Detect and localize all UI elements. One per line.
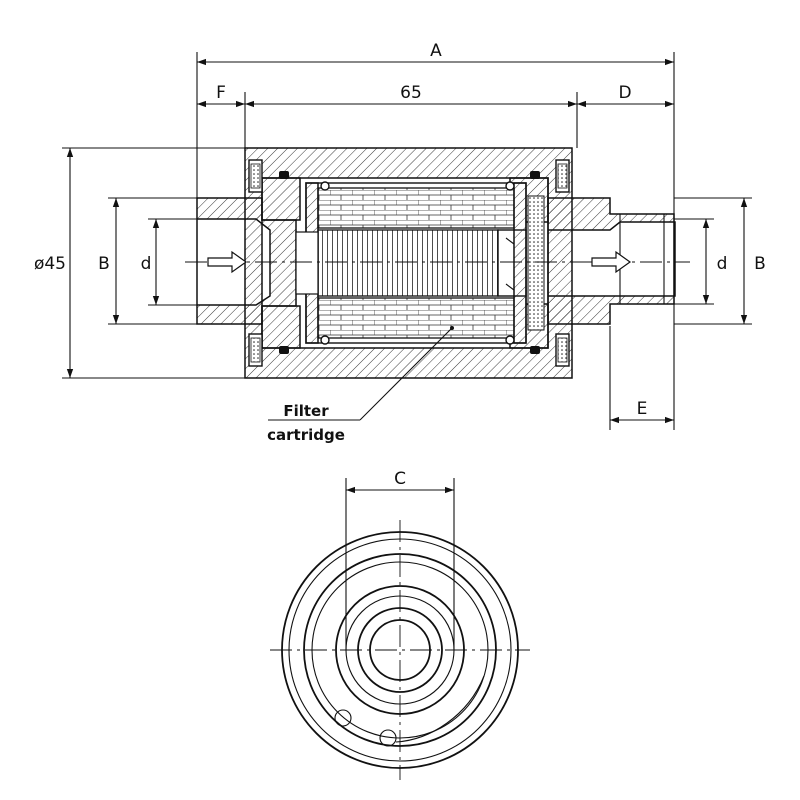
flow-arrow-out [591,250,632,274]
dimension-label-a: A [430,41,442,61]
dimension-label-d-upper: D [618,83,631,103]
filter-cartridge [305,181,527,345]
dimension-c [345,478,455,650]
housing [244,147,573,379]
cartridge-label-line1: Filter [283,402,329,420]
flow-arrow-in [207,250,248,274]
cartridge-label-line2: cartridge [267,426,345,444]
dimension-label-b-left: B [98,254,110,274]
end-view [270,520,530,780]
dimension-lines [62,52,752,430]
cartridge-leader [268,326,454,421]
dimension-label-d-left: d [141,254,152,274]
dimension-label-e: E [637,399,648,419]
dimension-label-diameter-45: ø45 [34,254,66,274]
section-view [185,147,690,379]
dimension-label-f: F [216,83,226,103]
dimension-label-d-right: d [717,254,728,274]
dimension-label-b-right: B [754,254,766,274]
dimension-label-c: C [394,469,406,489]
dimension-label-65: 65 [400,83,422,103]
o-rings [279,171,540,354]
